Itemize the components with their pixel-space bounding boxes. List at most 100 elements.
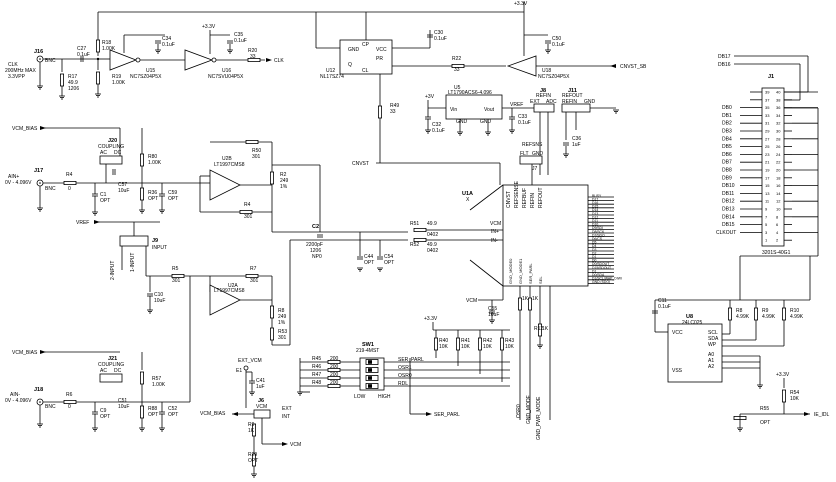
- c36-val: 1uF: [572, 142, 581, 148]
- j1-db-label: DB0: [722, 105, 732, 111]
- j1-db-label: DB14: [722, 214, 735, 220]
- u12-pin-q: Q: [348, 62, 352, 68]
- pullup-resistor: [477, 337, 483, 351]
- r11-adc: 1K: [532, 296, 539, 302]
- c10-ref: C10: [154, 292, 163, 298]
- r7-val: 301: [250, 278, 259, 284]
- j11-refin: REFIN: [562, 99, 577, 105]
- adc-pin-cnvst: CNVST: [506, 191, 512, 208]
- pullup-val: 10K: [483, 344, 493, 350]
- pullup-resistor: [433, 337, 439, 351]
- adc-pin-vcm: VCM: [490, 221, 501, 227]
- j1-pin-left: 13: [765, 191, 770, 196]
- sw-high: HIGH: [378, 394, 391, 400]
- r51-pkg: 0402: [427, 232, 438, 238]
- u8-a1: A1: [708, 358, 714, 364]
- input-driver-section: VCM_BIAS J20 COUPLING AC DC J17 AIN+ 0V …: [5, 126, 440, 478]
- r4-val: 0: [68, 186, 71, 192]
- r88-ref: R88: [148, 406, 157, 412]
- jumper-j20[interactable]: [99, 155, 123, 165]
- u2b-part: LT1997CMS8: [214, 162, 245, 168]
- r5-ref: R5: [172, 266, 179, 272]
- r2-ref: R2: [280, 172, 287, 178]
- pullup-ref: R42: [483, 338, 492, 344]
- r12-adc: 1K: [542, 326, 549, 332]
- u8-ref: U8: [686, 314, 693, 320]
- jumper-j8[interactable]: [533, 103, 555, 113]
- r6-val: 0: [68, 404, 71, 410]
- ser-parl2-label: SER_PARL: [434, 412, 460, 418]
- r49-ref: R49: [390, 103, 399, 109]
- c32-ref: C32: [432, 122, 441, 128]
- r54-ref: R54: [790, 390, 799, 396]
- r8-tol: 1%: [278, 320, 286, 326]
- r17-ref: R17: [68, 74, 77, 80]
- c1-ref: C1: [100, 192, 107, 198]
- inverter-u15-icon: [109, 49, 138, 71]
- sw-row-val: 200: [330, 364, 339, 370]
- eeprom-section: U8 24LC025 VCC SCL SDA WP A0 A1 A2 VSS C…: [651, 256, 830, 432]
- jumper-j7[interactable]: [519, 155, 543, 165]
- r18-val: 1.00K: [102, 46, 116, 52]
- j9-input: INPUT: [152, 245, 167, 251]
- j21-coupling: COUPLING: [98, 362, 124, 368]
- adc-right-pin-label: D3: [592, 248, 596, 252]
- j6-int: INT: [282, 414, 290, 420]
- u12-part: NL17SZ74: [320, 74, 344, 80]
- j16-bnc-label: BNC: [45, 58, 56, 64]
- pullup-ref: R43: [505, 338, 514, 344]
- ain-minus-range: 0V - 4.096V: [5, 398, 32, 404]
- u8-part: 24LC025: [682, 320, 703, 326]
- jumper-j21[interactable]: [99, 373, 123, 383]
- j20-dc: DC: [114, 150, 122, 156]
- j1-pin-right: 20: [776, 168, 781, 173]
- pullup-resistor: [499, 337, 505, 351]
- r10-adc: 1K: [522, 296, 529, 302]
- adc-right-pin-label: D1: [592, 255, 596, 259]
- j11-ref: J11: [568, 88, 577, 94]
- jumper-j11[interactable]: [561, 103, 591, 113]
- adc-top-pin: REFOUT: [538, 187, 544, 208]
- adc-right-pin-label: D11: [592, 219, 598, 223]
- r4b-ref: R4: [244, 202, 251, 208]
- r22-val: 33: [454, 67, 460, 73]
- flt-label: FLT: [520, 151, 529, 157]
- j1-pin-left: 17: [765, 175, 770, 180]
- u12-pin-cl: CL: [362, 68, 369, 74]
- u16-part: NC7SVU04P5X: [208, 74, 244, 80]
- sw-row-val: 200: [330, 380, 339, 386]
- jumper-j9[interactable]: [119, 235, 149, 247]
- r54-val: 10K: [790, 396, 800, 402]
- c59-ref: C59: [168, 190, 177, 196]
- j1-pin-left: 11: [765, 199, 770, 204]
- c11-ref: C11: [658, 298, 667, 304]
- j16-ref: J16: [34, 49, 43, 55]
- flipflop-u12: [339, 39, 393, 75]
- jumper-j6[interactable]: [253, 409, 271, 419]
- r50-ref: R50: [252, 148, 261, 154]
- v33a-label: +3.3V: [202, 24, 216, 30]
- c36-ref: C36: [572, 136, 581, 142]
- u8-a2: A2: [708, 364, 714, 370]
- ain-plus-range: 0V - 4.096V: [5, 180, 32, 186]
- e1-ref: E1: [236, 368, 242, 374]
- c30-val: 0.1uF: [434, 36, 447, 42]
- r8e-ref: R8: [736, 308, 743, 314]
- j1-db-label: DB6: [722, 152, 732, 158]
- u16-ref: U16: [222, 68, 231, 74]
- j21-ref: J21: [108, 356, 117, 362]
- eeprom-v33: +3.3V: [776, 372, 790, 378]
- j1-pin-right: 6: [776, 222, 779, 227]
- j7-ref: J7: [532, 166, 538, 172]
- j1-pin-left: 39: [765, 90, 770, 95]
- r18-ref: R18: [102, 40, 111, 46]
- c32-val: 0.1uF: [432, 128, 445, 134]
- adc-top-pin: REFIN: [530, 193, 536, 208]
- r20-val: 33: [250, 54, 256, 60]
- r51-ref: R51: [410, 221, 419, 227]
- vcm-bias2-label: VCM_BIAS: [12, 350, 38, 356]
- refsns-label: REFSNS: [522, 142, 543, 148]
- sw-row-val: 200: [330, 372, 339, 378]
